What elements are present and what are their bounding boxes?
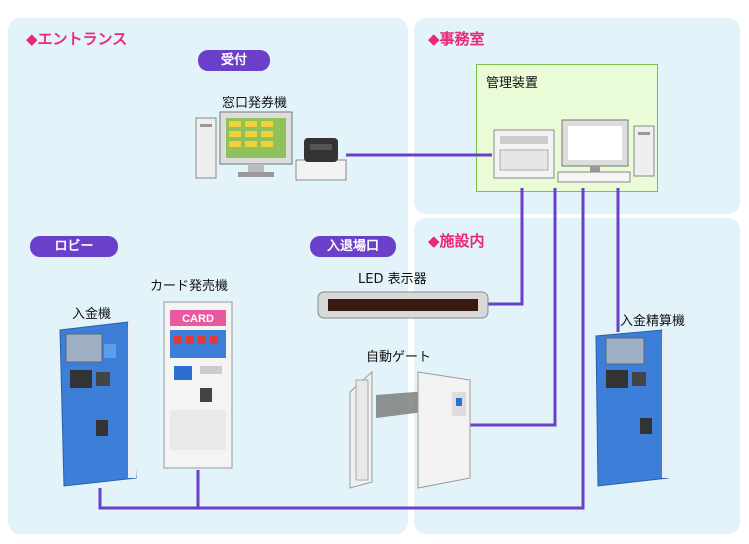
deposit-machine-label: 入金機	[72, 307, 112, 322]
deposit-settle-label: 入金精算機	[620, 314, 686, 329]
gate-pill: 入退場口	[310, 236, 396, 257]
card-machine-label: カード発売機	[150, 279, 229, 294]
lobby-pill: ロビー	[30, 236, 118, 257]
management-tower-icon	[633, 125, 655, 177]
deposit-machine-icon	[59, 321, 137, 487]
facility-zone-title: ◆施設内	[428, 232, 485, 250]
connection-lines	[98, 153, 620, 510]
line-bottom-bus	[98, 188, 585, 510]
line-led-to-management	[487, 188, 524, 306]
ticket-printer-icon	[295, 138, 347, 181]
pc-tower-icon	[195, 117, 217, 179]
facility-zone	[414, 218, 740, 534]
window-ticket-label: 窓口発券機	[222, 96, 288, 111]
line-gate-to-management	[470, 188, 557, 427]
auto-gate-label: 自動ゲート	[366, 350, 432, 365]
reception-pill: 受付	[198, 50, 270, 71]
automatic-gate-icon	[349, 370, 471, 489]
deposit-settlement-machine-icon	[595, 329, 670, 487]
card-vending-machine-icon: CARD	[163, 301, 233, 469]
card-panel-label: CARD	[182, 313, 214, 325]
management-label: 管理装置	[486, 76, 539, 91]
led-display-label: LED 表示器	[358, 272, 427, 287]
office-zone-title: ◆事務室	[428, 30, 485, 48]
terminal-printer-icon	[493, 129, 555, 179]
touch-monitor-icon	[219, 111, 293, 177]
led-display-icon	[317, 291, 489, 319]
keyboard-icon	[557, 171, 631, 183]
management-monitor-icon	[561, 119, 629, 172]
entrance-zone-title: ◆エントランス	[26, 30, 128, 48]
